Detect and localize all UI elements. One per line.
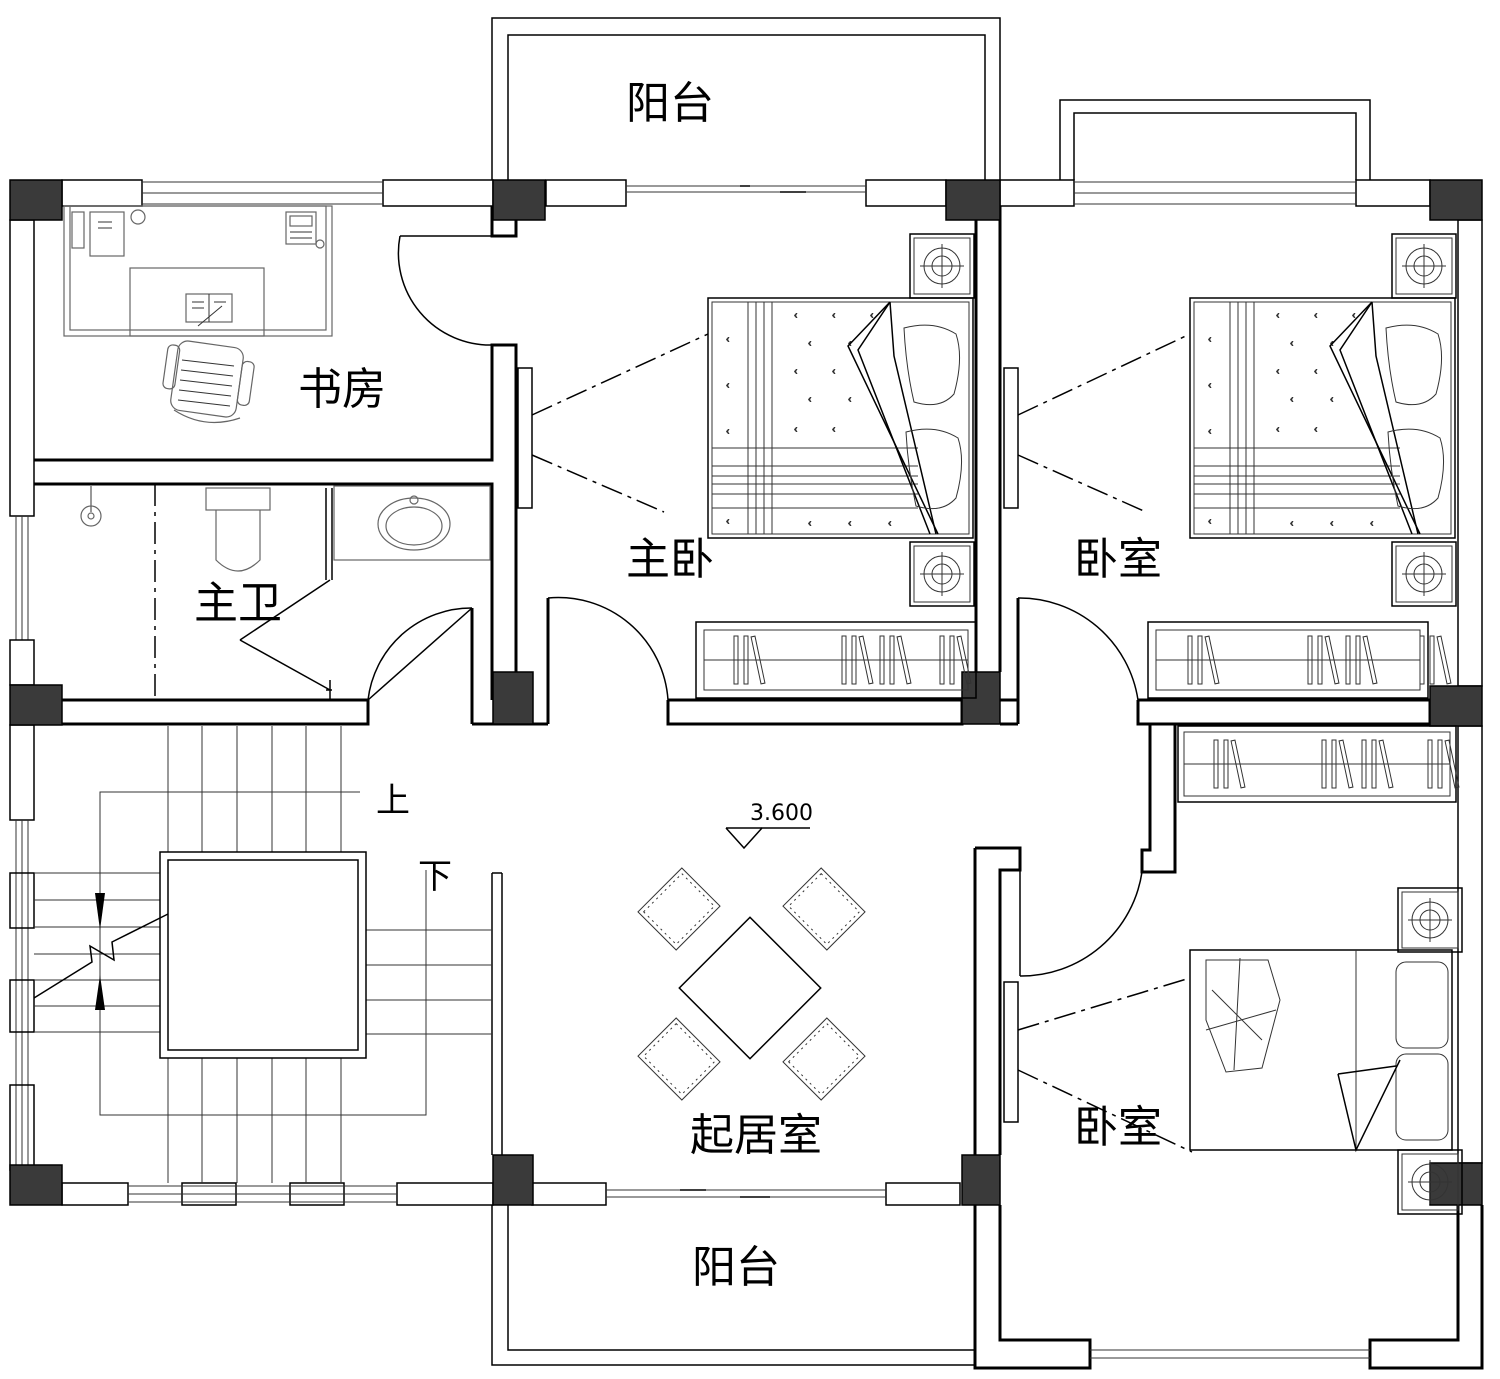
balcony-top-outline — [491, 17, 1001, 180]
doors — [239, 235, 1143, 977]
bathroom-fixtures — [80, 484, 491, 700]
elevation-text: 3.600 — [750, 801, 813, 826]
master-bed — [707, 297, 974, 539]
label-bedroom-lower: 卧室 — [1074, 1102, 1162, 1153]
label-bedroom-right: 卧室 — [1074, 534, 1162, 585]
label-stairs-up: 上 — [376, 781, 410, 821]
master-wardrobe — [695, 621, 977, 699]
bedroom-lower-wardrobe — [1177, 725, 1460, 803]
sliding-door-bottom-balcony — [606, 1189, 886, 1198]
bedroom-lower-nightstand-top — [1397, 887, 1463, 953]
bedroom-right-nightstand-bottom — [1391, 541, 1457, 607]
master-tv — [517, 333, 709, 513]
label-balcony-top: 阳台 — [626, 78, 714, 129]
window-bedroom-right — [1074, 181, 1356, 205]
staircase — [33, 726, 492, 1183]
bedroom-lower-tv — [1003, 977, 1193, 1153]
label-master-bedroom: 主卧 — [626, 534, 714, 585]
bedroom-right-bed — [1189, 297, 1456, 539]
master-nightstand-top — [909, 233, 975, 299]
label-living-room: 起居室 — [690, 1110, 822, 1161]
bedroom-right-tv — [1003, 333, 1191, 513]
exterior-walls — [9, 179, 1484, 1370]
sliding-door-top-balcony — [626, 185, 866, 193]
label-master-bath: 主卫 — [194, 578, 282, 629]
balcony-top-right-outline — [1059, 99, 1371, 180]
bedroom-right-wardrobe — [1147, 621, 1452, 699]
elevation-mark: 3.600 — [725, 801, 813, 850]
living-table-set — [637, 867, 866, 1101]
study-chair — [162, 340, 255, 424]
bedroom-right-nightstand-top — [1391, 233, 1457, 299]
balcony-bottom-outline — [491, 1205, 975, 1366]
bedroom-lower-bed — [1189, 949, 1453, 1153]
label-balcony-bottom: 阳台 — [692, 1242, 780, 1293]
window-study — [142, 181, 383, 205]
structural-columns — [9, 179, 1483, 1206]
study-desk — [63, 205, 333, 337]
interior-walls — [34, 206, 1432, 1155]
label-study: 书房 — [298, 364, 386, 415]
master-nightstand-bottom — [909, 541, 975, 607]
label-stairs-down: 下 — [418, 857, 452, 897]
